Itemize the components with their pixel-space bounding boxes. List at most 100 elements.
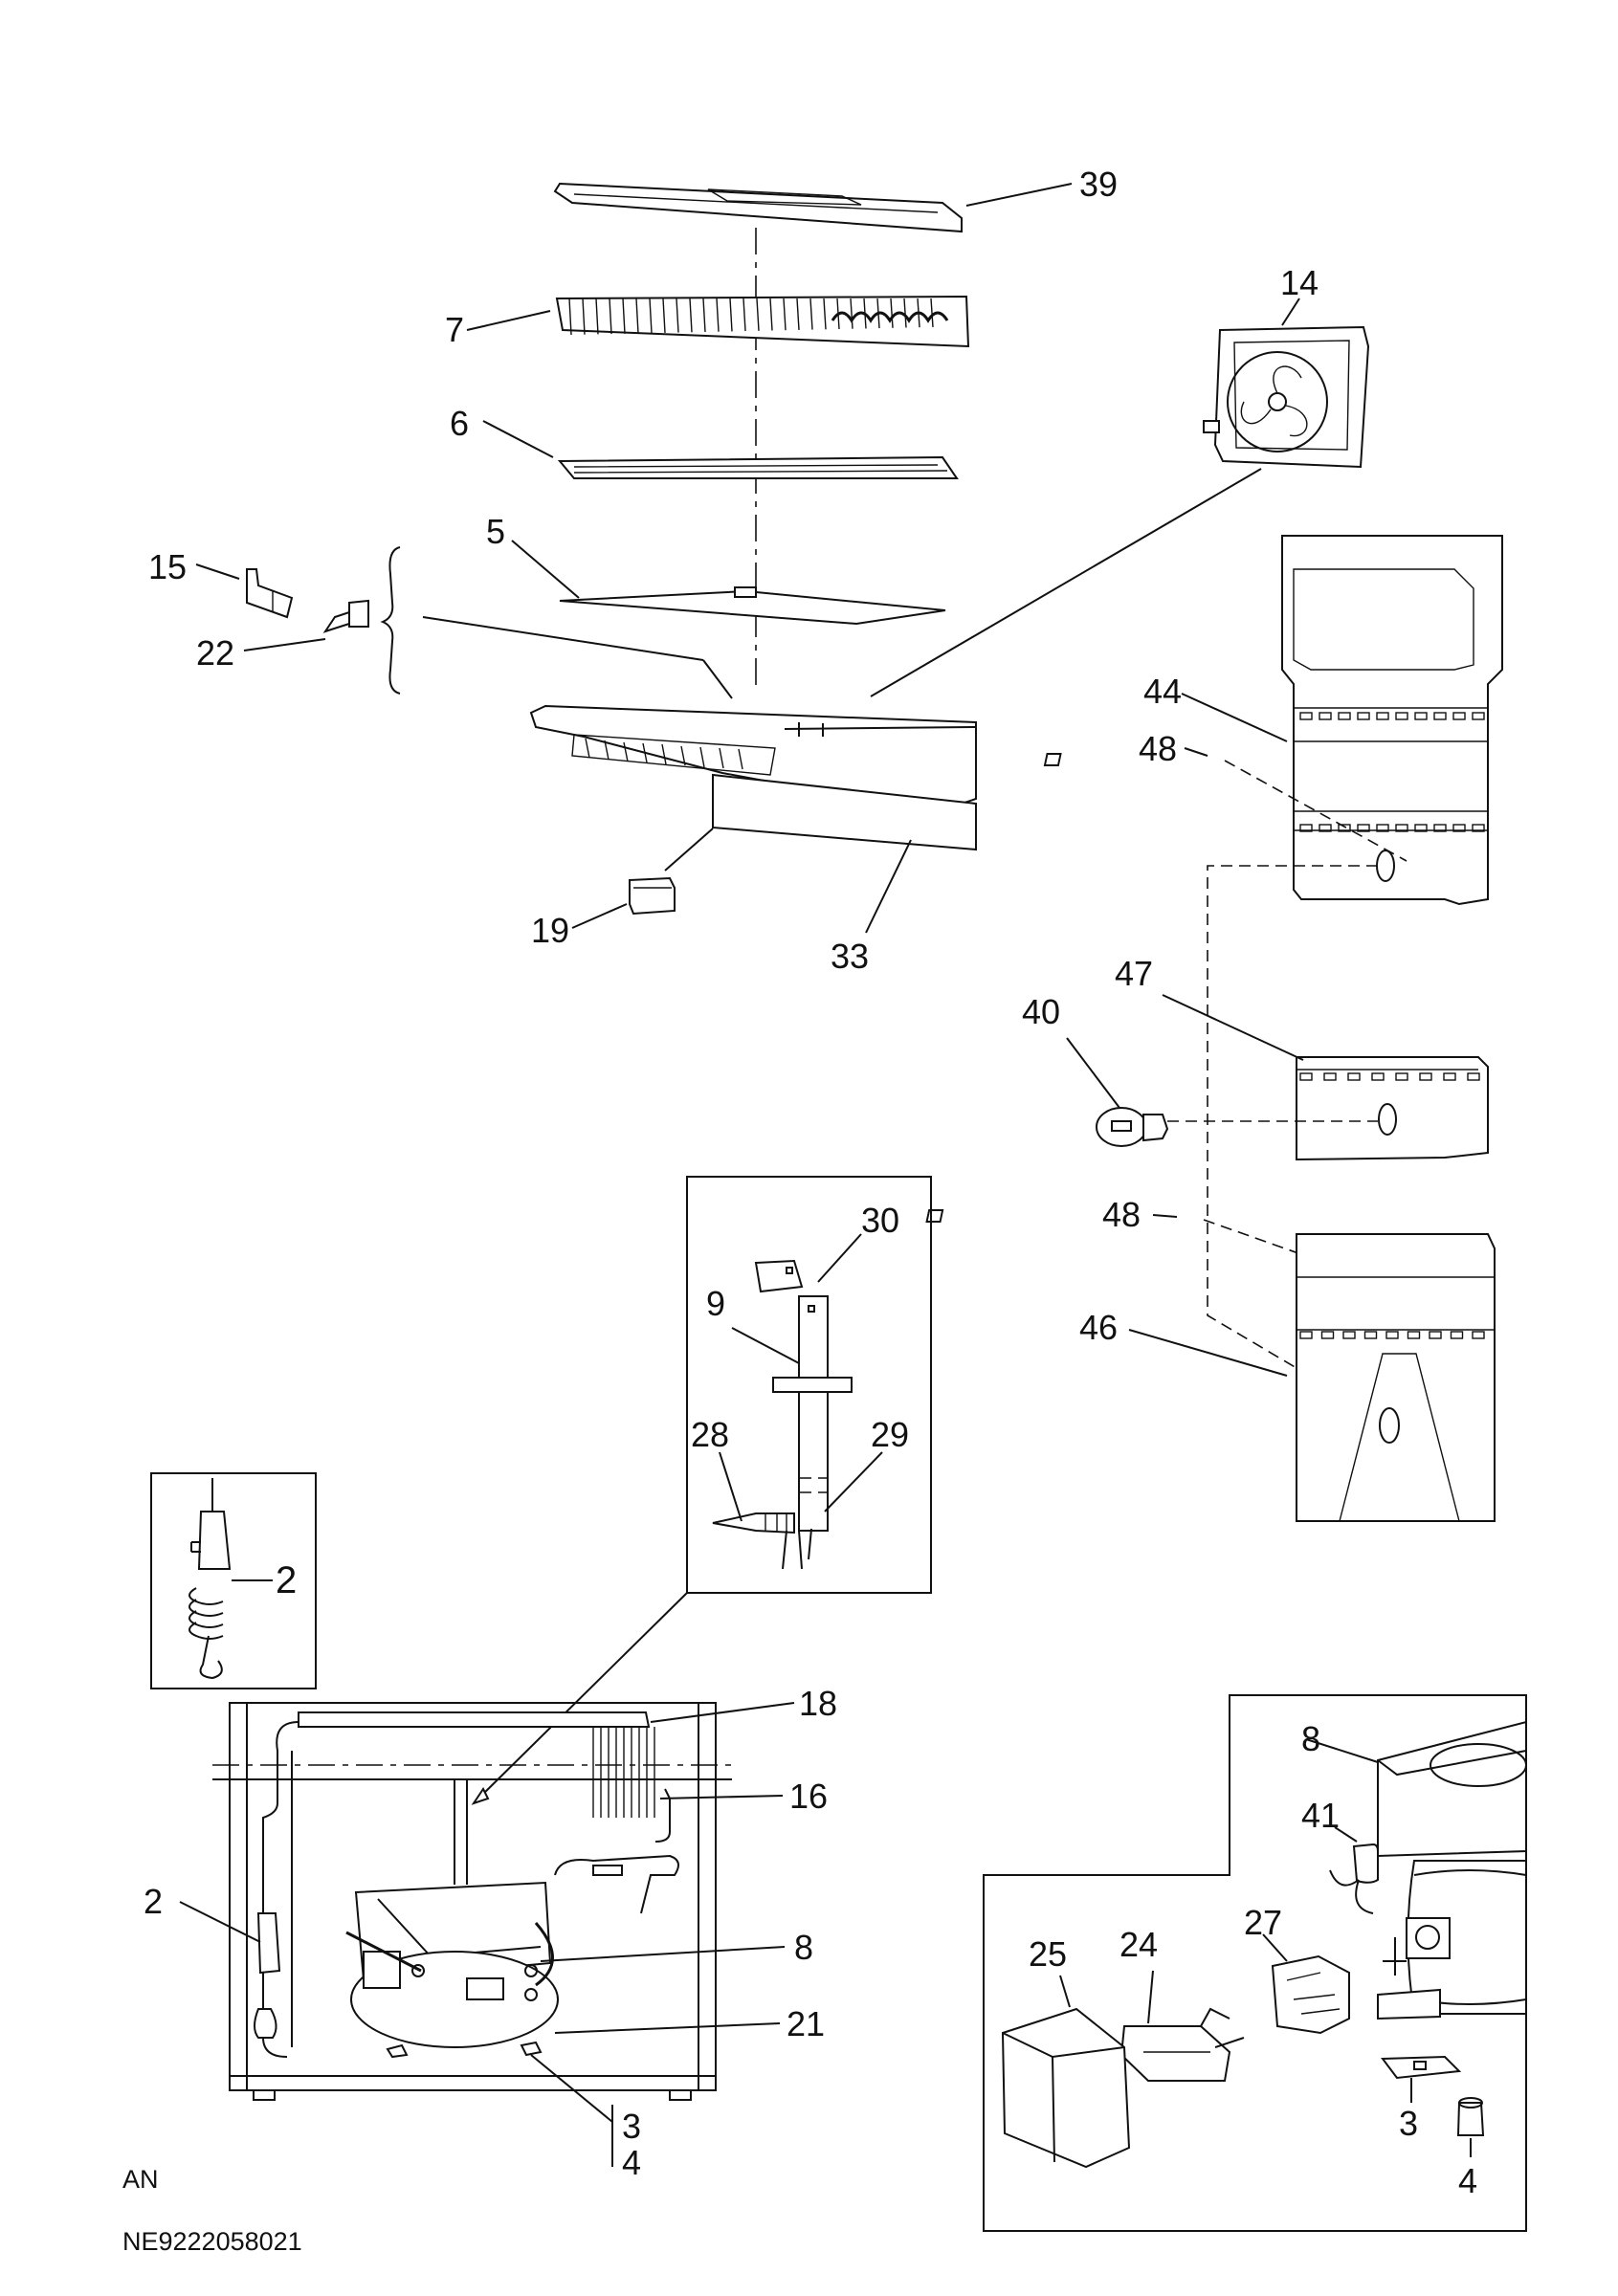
callout-19: 19 — [531, 911, 569, 950]
part-15-clip — [246, 568, 294, 619]
part-22-clip — [322, 599, 369, 633]
part-47-panel — [1296, 1056, 1489, 1161]
callout-9: 9 — [706, 1284, 725, 1323]
leader-8b — [1305, 1738, 1379, 1763]
leader-25 — [1059, 1975, 1071, 2008]
detail-box-sensor — [150, 1472, 317, 1689]
callout-7: 7 — [445, 310, 464, 349]
leader-18 — [650, 1702, 795, 1723]
leader-33 — [865, 839, 912, 934]
leader-16 — [659, 1795, 784, 1799]
callout-40: 40 — [1022, 992, 1060, 1031]
part-2-sensor-detail — [188, 1478, 232, 1680]
callout-48b: 48 — [1102, 1195, 1141, 1234]
part-8-compressor — [1377, 1720, 1527, 2020]
leader-19b — [664, 828, 714, 872]
cabinet-rear-assembly — [212, 1702, 732, 2101]
callout-2b: 2 — [144, 1882, 163, 1921]
part-4-grommet — [1456, 2097, 1485, 2136]
leader-28 — [719, 1451, 743, 1522]
part-25-relay-cover — [1001, 2007, 1131, 2169]
part-9-drain-tube — [772, 1295, 853, 1532]
part-40-thermostat-knob — [1096, 1107, 1169, 1147]
callout-3a: 3 — [622, 2107, 641, 2146]
leader-5 — [511, 540, 580, 599]
part-5-cover-plate — [559, 586, 946, 626]
leader-14b — [870, 468, 1262, 697]
leader-drain-to-cabinet — [473, 1592, 688, 1804]
leader-41 — [1334, 1826, 1358, 1843]
callout-2a: 2 — [276, 1559, 297, 1601]
callout-5: 5 — [486, 512, 505, 551]
part-44-rear-panel — [1281, 535, 1503, 906]
part-14-fan — [1203, 325, 1370, 469]
leader-44 — [1181, 693, 1288, 742]
leader-14 — [1281, 298, 1300, 326]
leader-48b — [1152, 1214, 1178, 1218]
leader-39 — [965, 183, 1073, 207]
grouping-brace — [380, 546, 401, 695]
part-27-relay — [1271, 1954, 1350, 2035]
leader-8a — [540, 1946, 786, 1962]
leader-40 — [1066, 1037, 1120, 1109]
part-6-defrost-heater — [557, 455, 959, 479]
callout-24: 24 — [1119, 1925, 1158, 1964]
dash-48a — [1224, 760, 1407, 862]
part-28-drain-nozzle — [712, 1512, 812, 1570]
arrowhead — [471, 1787, 490, 1805]
leader-6 — [482, 420, 554, 458]
callout-3b: 3 — [1399, 2104, 1418, 2143]
detail-box-compressor — [983, 1694, 1527, 2232]
leader-brace-end — [702, 659, 733, 699]
part-48-clip-lower — [925, 1209, 944, 1223]
callout-21: 21 — [787, 2004, 825, 2043]
leader-27 — [1262, 1933, 1288, 1962]
callout-22: 22 — [196, 633, 234, 673]
leader-7 — [466, 310, 551, 331]
leader-46 — [1128, 1329, 1288, 1377]
leader-22 — [243, 638, 326, 651]
callout-33: 33 — [831, 937, 869, 976]
callout-4b: 4 — [1458, 2161, 1477, 2200]
leader-9 — [731, 1327, 800, 1364]
leader-47 — [1162, 994, 1304, 1061]
leader-48a — [1184, 747, 1208, 757]
callout-16: 16 — [789, 1777, 828, 1816]
part-33-drip-tray — [712, 773, 977, 851]
callout-6: 6 — [450, 404, 469, 443]
callout-47: 47 — [1115, 954, 1153, 993]
callout-46: 46 — [1079, 1308, 1118, 1347]
part-24-relay-clip — [1119, 2007, 1245, 2082]
leader-29 — [824, 1451, 883, 1512]
callout-25: 25 — [1029, 1934, 1067, 1974]
callout-15: 15 — [148, 547, 187, 586]
region-label: AN — [122, 2165, 159, 2194]
part-30-drain-cap — [754, 1259, 815, 1313]
part-19-connector — [629, 876, 676, 916]
part-41-capacitor — [1329, 1843, 1379, 1914]
leader-19 — [571, 903, 628, 929]
callout-28: 28 — [691, 1415, 729, 1454]
drawing-code: NE9222058021 — [122, 2227, 302, 2256]
callout-14: 14 — [1280, 263, 1319, 302]
leader-2b — [179, 1901, 261, 1943]
callout-27: 27 — [1244, 1903, 1282, 1942]
leader-21 — [554, 2022, 781, 2034]
detail-box-drain — [686, 1176, 932, 1594]
leader-24 — [1147, 1970, 1154, 2024]
callout-8a: 8 — [794, 1928, 813, 1967]
leader-brace — [422, 616, 704, 661]
part-46-lower-panel — [1296, 1233, 1496, 1522]
callout-29: 29 — [871, 1415, 909, 1454]
part-39-top-cover — [553, 182, 963, 233]
callout-41: 41 — [1301, 1796, 1340, 1835]
callout-48a: 48 — [1139, 729, 1177, 768]
callout-8b: 8 — [1301, 1719, 1320, 1758]
callout-18: 18 — [799, 1684, 837, 1723]
leader-15 — [195, 563, 240, 580]
callout-39: 39 — [1079, 165, 1118, 204]
callout-4a: 4 — [622, 2143, 641, 2182]
leader-30 — [817, 1233, 862, 1283]
callout-30: 30 — [861, 1201, 899, 1240]
